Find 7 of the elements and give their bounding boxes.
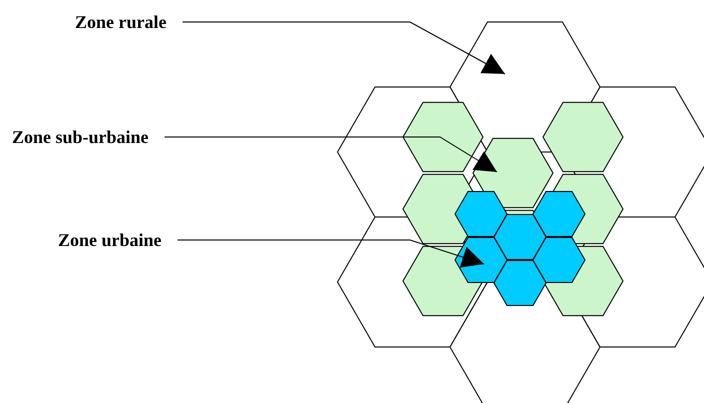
leader-arrow: [177, 240, 484, 268]
zone-label: Zone rurale: [75, 12, 166, 32]
zone-label: Zone sub-urbaine: [12, 127, 149, 147]
hexagon-cell: [472, 138, 554, 208]
leader-arrow: [182, 22, 506, 74]
leader-arrow: [164, 136, 498, 172]
zone-label: Zone urbaine: [58, 230, 162, 250]
